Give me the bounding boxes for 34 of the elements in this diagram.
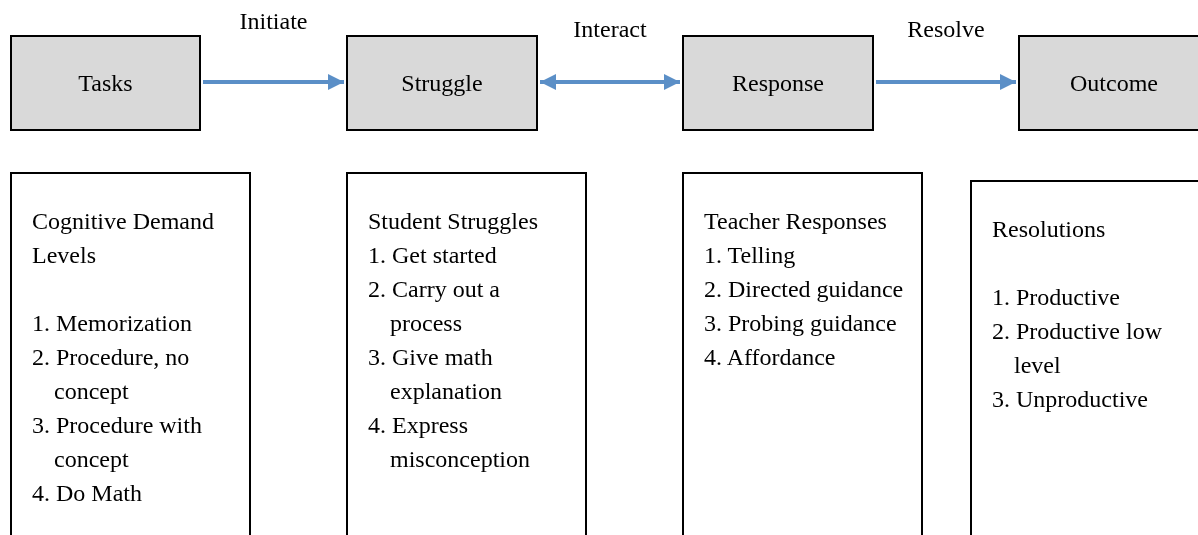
list-item: 4. Do Math (32, 479, 143, 508)
process-box (682, 35, 874, 131)
list-heading: Cognitive Demand Levels (32, 207, 215, 270)
list-item: 2. Productive low level (992, 317, 1163, 380)
list-heading: Resolutions (992, 215, 1107, 244)
arrow (540, 74, 680, 90)
list-item: 1. Memorization (32, 309, 193, 338)
list-item: 1. Productive (992, 283, 1121, 312)
list-item: 4. Express misconception (368, 411, 531, 474)
box-title: Struggle (401, 69, 483, 97)
list-heading: Student Struggles (368, 207, 539, 236)
list-item: 2. Procedure, no concept (32, 343, 191, 406)
box-title: Tasks (78, 69, 133, 97)
list-heading: Teacher Responses (704, 207, 888, 236)
list-box (682, 172, 923, 535)
process-box (346, 35, 538, 131)
list-box (970, 180, 1198, 535)
arrow (876, 74, 1016, 90)
list-box (346, 172, 587, 535)
list-item: 3. Unproductive (992, 385, 1149, 414)
list-item: 3. Procedure with concept (32, 411, 203, 474)
process-box (10, 35, 201, 131)
list-item: 1. Telling (704, 241, 797, 270)
list-item: 1. Get started (368, 241, 498, 270)
list-item: 3. Give math explanation (368, 343, 503, 406)
list-item: 2. Carry out a process (368, 275, 501, 338)
box-title: Response (732, 69, 824, 97)
list-item: 4. Affordance (704, 343, 837, 372)
list-box (10, 172, 251, 535)
list-item: 2. Directed guidance (704, 275, 905, 304)
box-title: Outcome (1070, 69, 1158, 97)
arrow (203, 74, 344, 90)
process-box (1018, 35, 1198, 131)
list-item: 3. Probing guidance (704, 309, 898, 338)
